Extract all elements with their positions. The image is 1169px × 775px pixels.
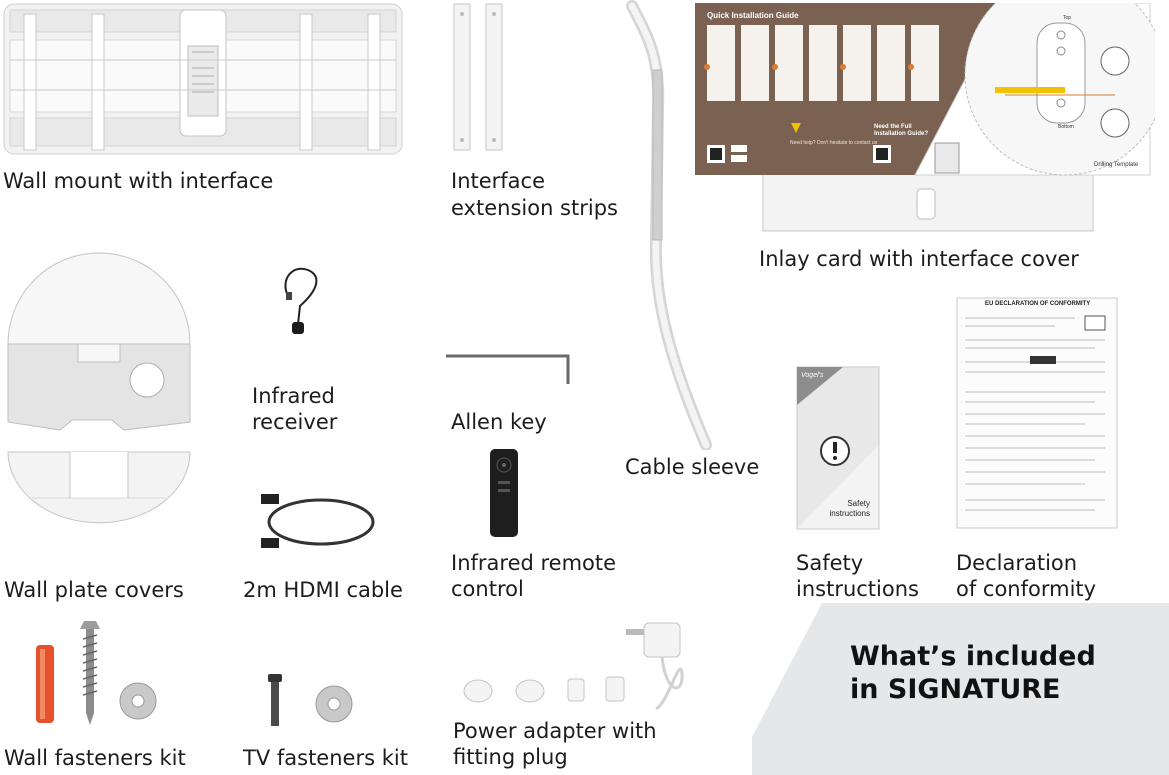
declaration-document-image [956,297,1118,529]
infrared-remote-image [490,449,518,537]
guide-cta: Need the Full Installation Guide? [874,124,929,137]
template-bottom-label: Bottom [1058,124,1074,130]
safety-brand: Vogel's [801,372,824,379]
extension-strips-label-2: extension strips [451,196,618,220]
allen-key-image [446,354,570,384]
banner-heading: What’s included in SIGNATURE [850,640,1096,706]
declaration-label-1: Declaration [956,551,1078,575]
inlay-card-label: Inlay card with interface cover [759,247,1079,271]
safety-instructions-image [796,366,880,530]
power-adapter-label-1: Power adapter with [453,719,657,743]
extension-strips-label-1: Interface [451,169,546,193]
remote-label-2: control [451,577,524,601]
power-adapter-label-2: fitting plug [453,745,568,769]
hdmi-cable-image [261,494,375,548]
guide-title: Quick Installation Guide [707,11,799,20]
wall-fasteners-label: Wall fasteners kit [4,746,186,770]
infrared-receiver-label-1: Infrared [252,384,335,408]
declaration-doc-title: EU DECLARATION OF CONFORMITY [985,301,1091,307]
hdmi-cable-label: 2m HDMI cable [243,578,403,602]
safety-label-2: instructions [796,577,919,601]
wall-fasteners-image [36,621,157,725]
tv-fasteners-label: TV fasteners kit [243,746,408,770]
inlay-card-image [695,3,1155,232]
declaration-label-2: of conformity [956,577,1097,601]
template-top-label: Top [1063,15,1072,21]
infrared-receiver-label-2: receiver [252,410,338,434]
wall-mount-image [3,3,403,155]
cable-sleeve-label: Cable sleeve [625,455,760,479]
wall-mount-label: Wall mount with interface [3,169,274,193]
wall-plate-covers-image [7,252,191,524]
power-adapter-image [463,622,684,711]
extension-strips-image [453,3,503,151]
remote-label-1: Infrared remote [451,551,617,575]
safety-label-1: Safety [796,551,864,575]
wall-plate-covers-label: Wall plate covers [4,578,184,602]
drilling-template-label: Drilling Template [1094,162,1139,168]
infrared-receiver-image [284,267,318,334]
cable-sleeve-image [626,0,712,450]
banner-line-1: What’s included [850,641,1096,672]
banner-line-2: in SIGNATURE [850,674,1061,705]
tv-fasteners-image [268,674,353,726]
included-banner [752,603,1169,775]
guide-help: Need help? Don't hesitate to contact us [790,140,878,146]
safety-card-text: Safety instructions [829,499,870,518]
allen-key-label: Allen key [451,410,547,434]
